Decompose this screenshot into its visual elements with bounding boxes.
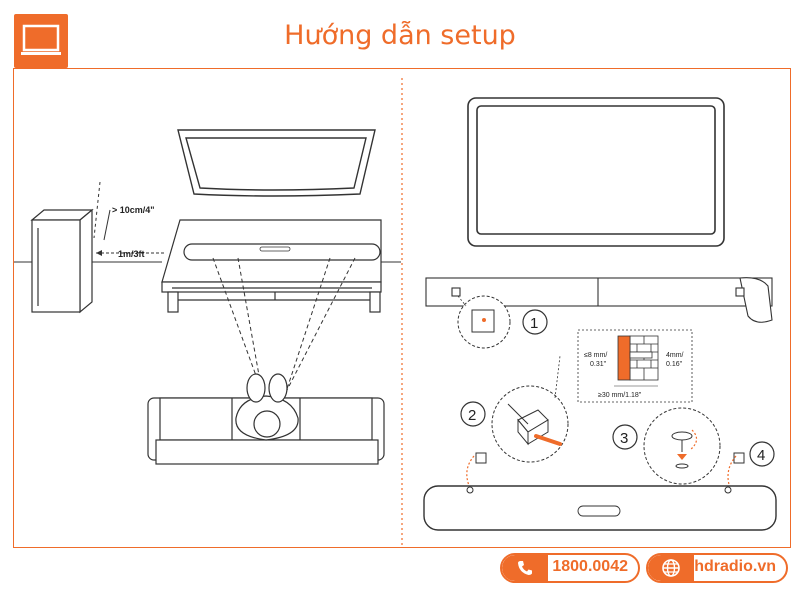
tv-cabinet <box>161 219 382 313</box>
step-badge-3 <box>612 424 638 450</box>
step-number-2: 2 <box>468 407 476 424</box>
listener <box>235 373 299 441</box>
phone-badge[interactable]: 1800.0042 <box>500 553 640 583</box>
globe-icon <box>648 555 694 581</box>
page-title: Hướng dẫn setup <box>284 20 516 51</box>
tv-left <box>177 129 376 197</box>
clearance-label: > 10cm/4" <box>112 205 155 215</box>
phone-number: 1800.0042 <box>552 558 628 575</box>
tv-right <box>467 97 725 247</box>
min-depth-label: ≥30 mm/1.18" <box>598 392 642 399</box>
phone-icon <box>502 555 548 581</box>
depth-label-2: 0.16" <box>666 361 683 368</box>
step-number-1: 1 <box>530 315 538 332</box>
step-badge-2 <box>460 401 486 427</box>
screw-bracket <box>671 431 693 469</box>
soundbar-left <box>183 243 381 261</box>
step-number-3: 3 <box>620 430 628 447</box>
monitor-icon <box>14 14 68 68</box>
step-number-4: 4 <box>757 447 765 464</box>
website-badge[interactable]: hdradio.vn <box>646 553 788 583</box>
soundbar-right <box>423 485 777 531</box>
hole-max-label-1: ≤8 mm/ <box>584 352 607 359</box>
step-badge-4 <box>749 441 775 467</box>
wall-plug <box>617 335 631 381</box>
subwoofer <box>30 208 94 314</box>
website-link: hdradio.vn <box>694 558 776 575</box>
drill <box>507 403 549 446</box>
distance-label: 1m/3ft <box>118 249 145 259</box>
hole-max-label-2: 0.31" <box>590 361 607 368</box>
step-badge-1 <box>522 309 548 335</box>
depth-label-1: 4mm/ <box>666 352 684 359</box>
diagram-frame <box>13 68 791 548</box>
